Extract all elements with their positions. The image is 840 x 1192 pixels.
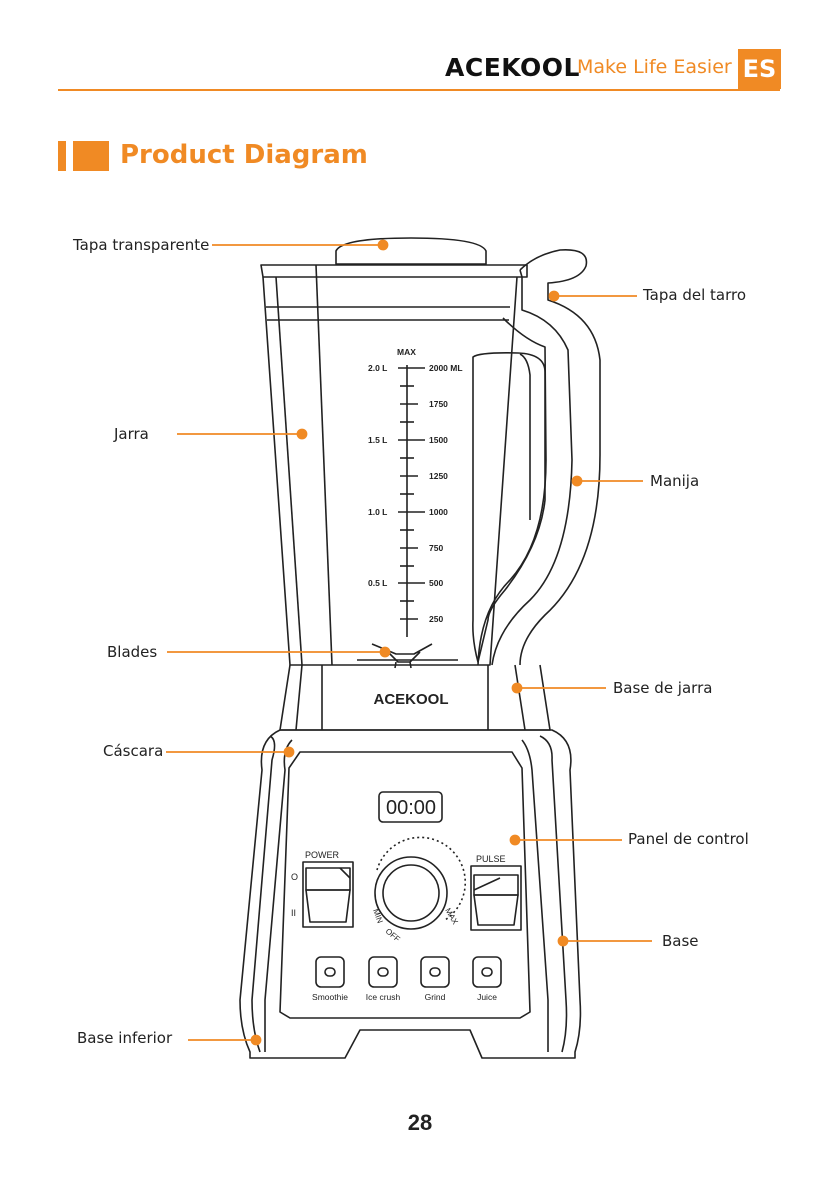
label-panel-de-control: Panel de control xyxy=(628,830,749,848)
scale-1500: 1500 xyxy=(429,435,448,445)
dial-min-label: MIN xyxy=(371,908,385,925)
scale-05l: 0.5 L xyxy=(368,578,387,588)
label-jarra: Jarra xyxy=(114,425,149,443)
display-time: 00:00 xyxy=(386,797,436,819)
label-manija: Manija xyxy=(650,472,699,490)
scale-1000: 1000 xyxy=(429,507,448,517)
label-base-inferior: Base inferior xyxy=(77,1029,172,1047)
button-grind xyxy=(421,957,449,987)
button-juice xyxy=(473,957,501,987)
button-smoothie-label: Smoothie xyxy=(312,992,348,1002)
button-ice-crush-label: Ice crush xyxy=(366,992,401,1002)
button-juice-label: Juice xyxy=(477,992,497,1002)
lid-top xyxy=(261,265,527,277)
page-number: 28 xyxy=(0,1110,840,1136)
label-base: Base xyxy=(662,932,699,950)
scale-1750: 1750 xyxy=(429,399,448,409)
scale-2000ml: 2000 ML xyxy=(429,363,463,373)
dial-max-label: MAX xyxy=(443,907,460,927)
dial-off-label: OFF xyxy=(384,927,402,944)
button-ice-crush xyxy=(369,957,397,987)
pulse-label: PULSE xyxy=(476,854,506,864)
power-label: POWER xyxy=(305,850,340,860)
speed-dial-ring xyxy=(375,857,447,929)
label-tapa-transparente: Tapa transparente xyxy=(73,236,209,254)
speed-dial-knob xyxy=(383,865,439,921)
button-smoothie xyxy=(316,957,344,987)
button-grind-label: Grind xyxy=(425,992,446,1002)
scale-2l: 2.0 L xyxy=(368,363,387,373)
label-base-de-jarra: Base de jarra xyxy=(613,679,712,697)
label-tapa-del-tarro: Tapa del tarro xyxy=(643,286,746,304)
scale-500: 500 xyxy=(429,578,443,588)
power-off-label: O xyxy=(291,872,298,882)
lid-cap xyxy=(336,238,486,264)
scale-1250: 1250 xyxy=(429,471,448,481)
jar-outline xyxy=(263,277,517,665)
label-blades: Blades xyxy=(107,643,157,661)
scale-15l: 1.5 L xyxy=(368,435,387,445)
scale-750: 750 xyxy=(429,543,443,553)
measurement-scale xyxy=(398,365,425,637)
label-cascara: Cáscara xyxy=(103,742,163,760)
scale-max: MAX xyxy=(397,347,416,357)
power-on-label: II xyxy=(291,908,296,918)
scale-250: 250 xyxy=(429,614,443,624)
blender-brand: ACEKOOL xyxy=(374,691,449,708)
power-switch xyxy=(303,862,353,927)
scale-1l: 1.0 L xyxy=(368,507,387,517)
handle-outline xyxy=(520,250,600,665)
